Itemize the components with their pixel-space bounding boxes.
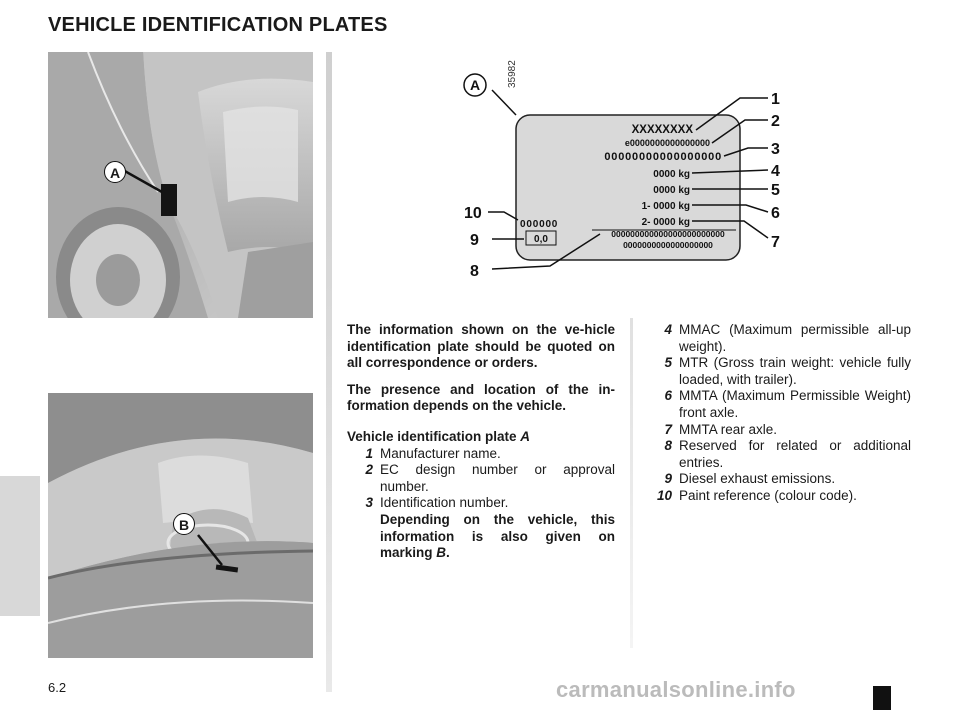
windscreen-illustration [48,393,313,658]
section-tab [0,476,40,616]
plate-line-emissions: 0,0 [534,234,548,245]
intro-paragraph-2: The presence and location of the in-form… [347,381,615,414]
plate-line-mmac: 0000 kg [653,169,690,180]
plate-line-extra-2: 0000000000000000000 [623,240,713,250]
plate-number-2: 2 [771,113,780,130]
plate-number-3: 3 [771,141,780,158]
plate-number-1: 1 [771,91,780,108]
plate-line-mtr: 0000 kg [653,185,690,196]
plate-line-rear-axle: 2- 0000 kg [642,217,690,228]
list-item-note: Depending on the vehicle, this informati… [380,511,615,561]
callout-b-windscreen: B [173,513,195,535]
page-number: 6.2 [48,680,67,695]
rear-door-photo [48,52,313,318]
corner-mark [873,686,891,710]
rear-door-illustration [48,52,313,318]
plate-line-vin: 00000000000000000 [604,151,722,163]
page-title: VEHICLE IDENTIFICATION PLATES [48,14,388,36]
plate-line-front-axle: 1- 0000 kg [642,201,690,212]
text-column-left: The information shown on the ve-hicle id… [347,322,615,562]
plate-number-6: 6 [771,205,780,222]
intro-paragraph: The information shown on the ve-hicle id… [347,322,615,371]
plate-outline [515,114,741,261]
plate-line-approval: e0000000000000000 [625,138,710,148]
callout-a-door: A [104,161,126,183]
plate-heading: Vehicle identification plate A [347,428,531,444]
windscreen-photo [48,393,313,658]
plate-number-8: 8 [470,263,479,280]
column-divider [326,52,332,692]
column-divider [630,318,633,648]
plate-number-7: 7 [771,234,780,251]
watermark: carmanualsonline.info [556,677,796,702]
plate-number-4: 4 [771,163,780,180]
plate-line-paint: 000000 [520,219,558,230]
plate-callout-a: A [470,77,480,93]
plate-line-manufacturer: XXXXXXXX [632,124,694,136]
plate-number-5: 5 [771,182,780,199]
identification-plate-diagram: XXXXXXXX e0000000000000000 0000000000000… [463,73,780,280]
plate-line-extra-1: 000000000000000000000000 [611,229,725,239]
plate-number-10: 10 [464,205,482,222]
plate-number-9: 9 [470,232,479,249]
